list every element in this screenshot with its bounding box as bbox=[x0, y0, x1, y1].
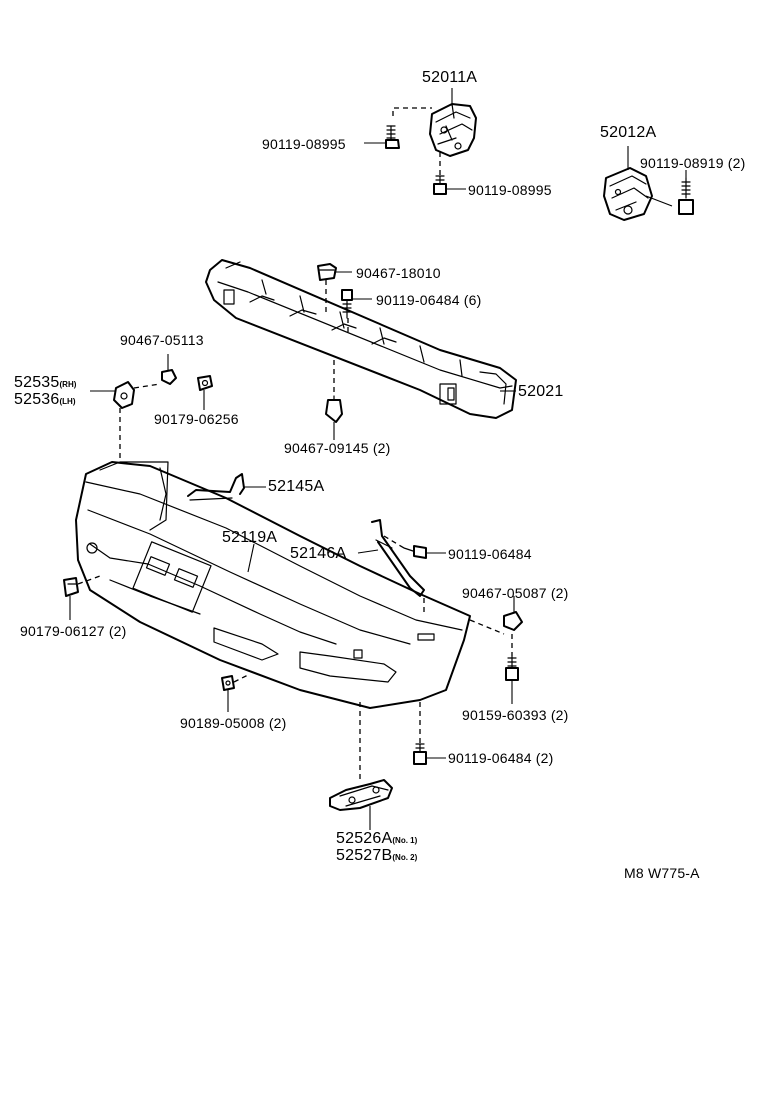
bolt-90119-08995-b bbox=[433, 175, 447, 195]
bracket-52145a bbox=[187, 473, 245, 501]
bracket-52012a bbox=[603, 167, 653, 221]
part-number-52526a: 52526A bbox=[336, 830, 393, 847]
part-label-90467-05087: 90467-05087 (2) bbox=[462, 585, 569, 601]
part-number-52535: 52535 bbox=[14, 374, 60, 391]
clip-90467-05087 bbox=[503, 611, 523, 631]
bumper-cover-52119a bbox=[75, 461, 471, 709]
screw-90159-60393 bbox=[505, 655, 519, 681]
bolt-90119-06484-2 bbox=[413, 743, 427, 765]
part-label-52021: 52021 bbox=[518, 383, 564, 400]
part-label-90119-08995-a: 90119-08995 bbox=[262, 136, 346, 152]
part-side-lh: (LH) bbox=[59, 397, 76, 406]
part-label-90189-05008: 90189-05008 (2) bbox=[180, 715, 287, 731]
part-label-52145a: 52145A bbox=[268, 478, 325, 495]
bolt-90119-06484-6 bbox=[341, 289, 353, 319]
part-label-52011a: 52011A bbox=[422, 69, 478, 86]
bolt-90119-08919 bbox=[678, 177, 694, 215]
part-label-52146a: 52146A bbox=[290, 545, 347, 562]
nut-90179-06127 bbox=[63, 577, 79, 597]
part-label-90119-08919: 90119-08919 (2) bbox=[640, 155, 746, 171]
part-side-rh: (RH) bbox=[59, 380, 77, 389]
part-label-90179-06256: 90179-06256 bbox=[154, 411, 239, 427]
part-label-52527b: 52527B(No. 2) bbox=[336, 847, 417, 867]
part-number-52527b: 52527B bbox=[336, 847, 393, 864]
bolt-90119-08995-a bbox=[385, 125, 400, 149]
part-label-90119-06484: 90119-06484 bbox=[448, 546, 532, 562]
bracket-52011a bbox=[429, 103, 477, 157]
retainer-52535-52536 bbox=[113, 381, 135, 409]
part-label-90467-09145: 90467-09145 (2) bbox=[284, 440, 391, 456]
part-label-52012a: 52012A bbox=[600, 124, 657, 141]
part-label-90119-08995-b: 90119-08995 bbox=[468, 182, 552, 198]
fastener-90467-09145 bbox=[325, 395, 343, 423]
part-label-52119a: 52119A bbox=[222, 529, 278, 546]
part-label-52536: 52536(LH) bbox=[14, 391, 76, 411]
part-label-52526a: 52526A(No. 1) bbox=[336, 830, 417, 850]
part-variant-no2: (No. 2) bbox=[392, 853, 418, 862]
nut-90179-06256 bbox=[197, 375, 213, 391]
part-label-90119-06484-2: 90119-06484 (2) bbox=[448, 750, 554, 766]
bracket-52526a-52527b bbox=[329, 779, 393, 811]
part-label-90159-60393: 90159-60393 (2) bbox=[462, 707, 569, 723]
clip-90467-18010 bbox=[317, 263, 337, 281]
part-number-52536: 52536 bbox=[14, 391, 60, 408]
bolt-90119-06484 bbox=[403, 545, 427, 559]
part-label-90467-18010: 90467-18010 bbox=[356, 265, 441, 281]
part-label-90119-06484-6: 90119-06484 (6) bbox=[376, 292, 482, 308]
clip-90467-05113 bbox=[161, 369, 177, 385]
part-label-90467-05113: 90467-05113 bbox=[120, 332, 204, 348]
bumper-reinforcement-52021 bbox=[205, 259, 517, 419]
part-label-90179-06127: 90179-06127 (2) bbox=[20, 623, 127, 639]
part-variant-no1: (No. 1) bbox=[392, 836, 418, 845]
nut-90189-05008 bbox=[221, 675, 235, 691]
part-label-52535: 52535(RH) bbox=[14, 374, 76, 394]
diagram-code: M8 W775-A bbox=[624, 865, 700, 881]
stay-52146a bbox=[371, 519, 425, 597]
